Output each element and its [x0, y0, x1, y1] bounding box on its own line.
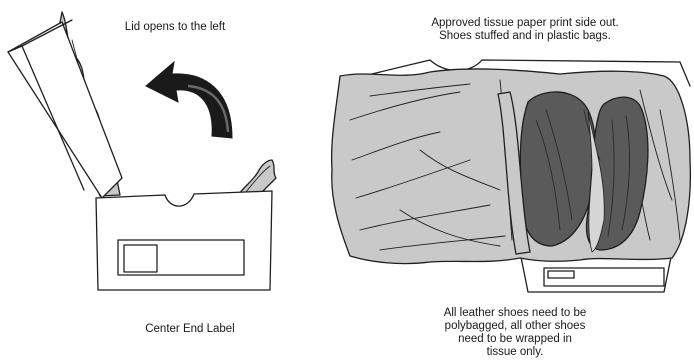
leather-note-line: All leather shoes need to be: [405, 307, 625, 320]
box-lid: [8, 22, 122, 198]
tissue-note-line: Approved tissue paper print side out.: [395, 17, 655, 30]
end-label-box: [124, 245, 157, 272]
leather-shoes-note: All leather shoes need to be polybagged,…: [405, 307, 625, 359]
tissue-note-line: Shoes stuffed and in plastic bags.: [395, 30, 655, 43]
center-end-label-caption: Center End Label: [105, 323, 275, 336]
open-box-figure: [8, 12, 276, 290]
lid-opens-label: Lid opens to the left: [90, 21, 260, 34]
leather-note-line: tissue only.: [405, 346, 625, 359]
leather-note-line: polybagged, all other shoes: [405, 320, 625, 333]
packed-box-figure: [332, 60, 691, 292]
leather-note-line: need to be wrapped in: [405, 333, 625, 346]
curved-arrow-left-icon: [146, 62, 232, 138]
tissue-paper-note: Approved tissue paper print side out. Sh…: [395, 17, 655, 43]
